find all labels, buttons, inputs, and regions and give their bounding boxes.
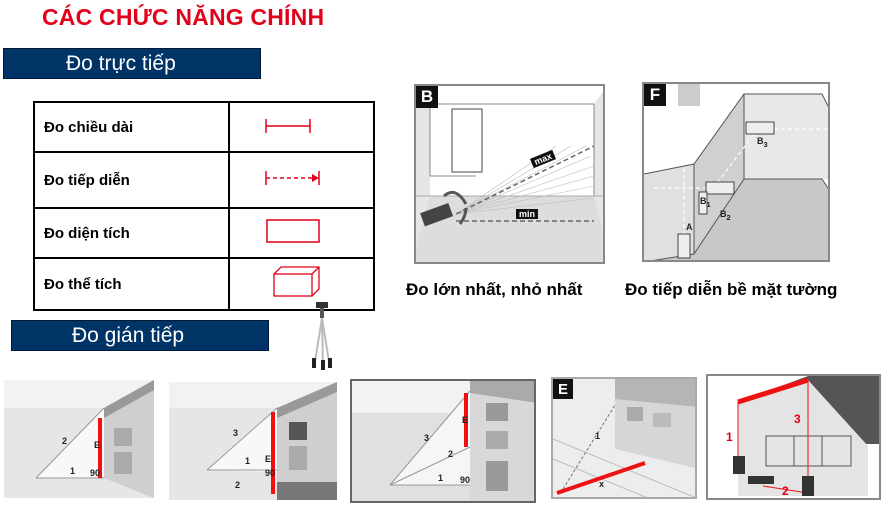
section-indirect-measurement: Đo gián tiếp [11,320,269,351]
minmax-caption: Đo lớn nhất, nhỏ nhất [406,280,583,299]
label-base: 1 [70,466,76,476]
label-height: E [94,440,101,450]
page-title: CÁC CHỨC NĂNG CHÍNH [42,4,325,30]
wall-caption: Đo tiếp diễn bề mặt tường [625,280,838,299]
point-a: A [686,222,693,232]
continuous-dashed-arrow-icon [228,151,375,209]
area-rectangle-icon [228,207,375,259]
label-hyp: 3 [233,428,239,438]
table-row: Đo thể tích [33,257,375,311]
table-row: Đo diện tích [33,207,375,259]
point-b3: B3 [757,136,768,149]
tripod-icon [312,302,332,371]
badge-e: E [553,379,573,399]
label-height: E [462,415,469,425]
indirect-height-3-point-diagram: 3 1 2 90 E [169,382,337,500]
minmax-diagram: B max min [414,84,605,264]
label-mid: 2 [448,449,454,459]
indirect-roof-diagram: 1 2 3 [706,374,881,500]
row-label: Đo chiều dài [33,101,230,153]
section-label: Đo trực tiếp [66,51,176,75]
row-label: Đo thể tích [33,257,230,311]
label-top: 3 [424,433,430,443]
label-base: 1 [245,456,251,466]
length-line-icon [228,101,375,153]
wall-mode-icon [678,84,700,106]
label-hyp: 2 [62,436,68,446]
table-row: Đo tiếp diễn [33,151,375,209]
table-row: Đo chiều dài [33,101,375,153]
point-b1: B1 [700,196,711,209]
label-lower: 2 [235,480,241,490]
label-right: 3 [794,412,801,426]
min-tag: min [516,209,539,219]
section-direct-measurement: Đo trực tiếp [3,48,261,79]
label-diag: 1 [595,431,601,441]
label-bottom: 2 [782,484,789,498]
label-left: 1 [726,430,733,444]
direct-functions-table: Đo chiều dài Đo tiếp diễn Đo diện tích Đ… [33,101,375,311]
row-label: Đo diện tích [33,207,230,259]
indirect-horizontal-diagram: E 1 x [551,377,697,499]
row-label: Đo tiếp diễn [33,151,230,209]
label-angle: 90 [90,468,101,478]
point-b2: B2 [720,209,731,222]
volume-box-icon [228,257,375,311]
indirect-partial-height-diagram: 3 2 1 90 E [350,379,536,503]
label-angle: 90 [265,468,276,478]
label-base: 1 [438,473,444,483]
badge-f: F [644,84,666,106]
label-x: x [599,479,605,489]
indirect-height-2-point-diagram: 2 1 90 E [4,380,154,498]
label-angle: 90 [460,475,471,485]
label-height: E [265,454,272,464]
wall-continuous-diagram: F A B1 B2 B3 [642,82,830,262]
section-label: Đo gián tiếp [72,323,185,347]
badge-b: B [416,86,438,108]
